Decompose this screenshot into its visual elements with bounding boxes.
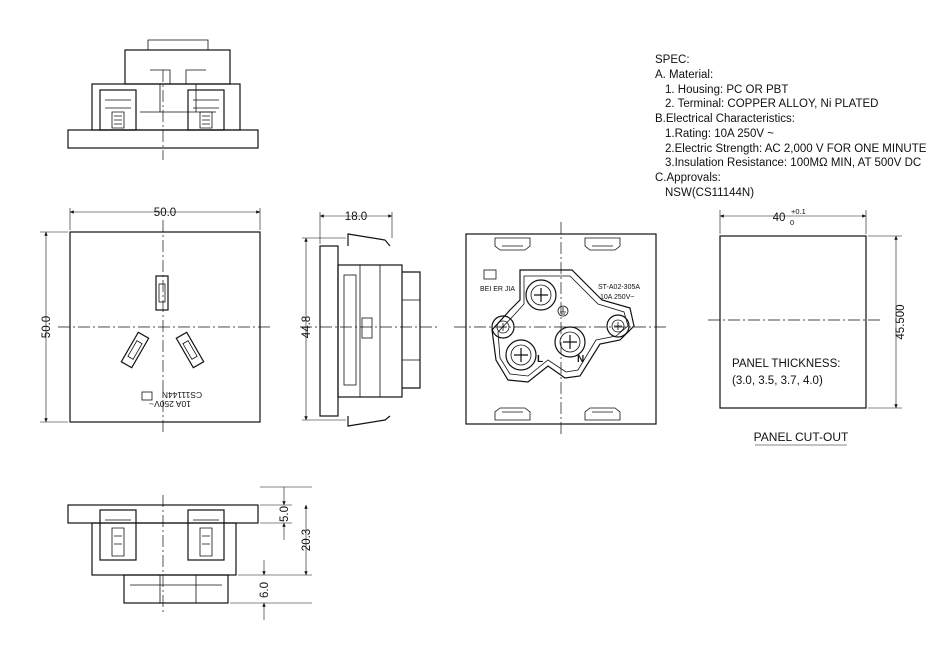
rear-part-no: ST-A02-305A: [598, 284, 640, 291]
bottom-terminal-left: [99, 509, 137, 561]
bottom-terminal-right: [187, 509, 225, 561]
cutout-caption: PANEL CUT-OUT: [754, 430, 849, 444]
rear-logo-icon: [483, 269, 497, 280]
live-slot: [120, 331, 150, 369]
bottom-body: [91, 522, 237, 576]
neutral-slot: [175, 331, 205, 369]
earth-slot: [155, 275, 169, 311]
spec-approvals-heading: C.Approvals:: [655, 172, 721, 184]
rear-label-n: N: [577, 354, 584, 365]
mounting-hole-left-icon: [491, 315, 515, 339]
spec-material-heading: A. Material:: [655, 69, 713, 81]
bottom-overall-dim: 20.3: [301, 529, 313, 551]
bottom-pin-dim: 6.0: [259, 582, 271, 598]
spec-electrical-heading: B.Electrical Characteristics:: [655, 113, 795, 125]
mounting-hole-right-icon: [606, 314, 630, 338]
top-view-terminal-left: [99, 89, 137, 131]
side-depth-dim: 18.0: [345, 211, 367, 223]
rear-rating: 10A 250V~: [600, 294, 634, 301]
front-marking-rating: 10A 250V~: [149, 399, 191, 409]
front-width-dim: 50.0: [154, 207, 176, 219]
bottom-flange-dim: 5.0: [279, 506, 291, 522]
spec-title: SPEC:: [655, 54, 690, 66]
cutout-height-dim: 45.500: [895, 304, 907, 339]
cutout-width-dim: 40: [773, 212, 786, 224]
earth-symbol-icon: [557, 305, 569, 317]
side-clip-bottom: [347, 415, 391, 427]
spec-block: SPEC: A. Material: 1. Housing: PC OR PBT…: [655, 54, 927, 199]
top-view: [67, 39, 259, 160]
panel-cutout: 40 +0.1 0 45.500 PANEL THICKNESS: (3.0, …: [708, 207, 907, 446]
live-screw-icon: [505, 339, 537, 371]
side-view: 18.0 44.8: [300, 211, 440, 427]
top-view-body: [91, 83, 241, 131]
rear-clips: [494, 237, 621, 421]
earth-screw-icon: [525, 279, 557, 311]
certification-logo-icon: [141, 391, 153, 401]
bottom-pins: [123, 574, 229, 604]
rear-brand: BEI ER JIA: [480, 286, 515, 293]
spec-strength: 2.Electric Strength: AC 2,000 V FOR ONE …: [665, 143, 927, 155]
spec-insulation: 3.Insulation Resistance: 100MΩ MIN, AT 5…: [665, 157, 921, 169]
side-flange: [319, 245, 339, 417]
rear-label-l: L: [537, 354, 543, 365]
front-height-dim: 50.0: [41, 316, 53, 338]
spec-approval-value: NSW(CS11144N): [665, 187, 754, 199]
front-view: CS11144N 10A 250V~ 50.0 50.0: [40, 207, 272, 435]
panel-thickness-values: (3.0, 3.5, 3.7, 4.0): [732, 375, 823, 387]
spec-rating: 1.Rating: 10A 250V ~: [665, 128, 774, 140]
spec-terminal: 2. Terminal: COPPER ALLOY, Ni PLATED: [665, 98, 878, 110]
side-body: [337, 264, 403, 398]
cutout-width-tol-plus: +0.1: [791, 207, 806, 216]
neutral-screw-icon: [554, 326, 586, 358]
side-height-dim: 44.8: [301, 316, 313, 338]
spec-housing: 1. Housing: PC OR PBT: [665, 84, 788, 96]
panel-thickness-label: PANEL THICKNESS:: [732, 358, 840, 370]
bottom-view: 5.0 20.3 6.0: [67, 486, 313, 620]
cutout-width-tol-minus: 0: [790, 218, 794, 227]
rear-view: BEI ER JIA ST-A02-305A 10A 250V~ L N: [454, 222, 668, 436]
top-view-rear-block: [124, 49, 231, 85]
front-marking-model: CS11144N: [162, 390, 202, 400]
top-view-terminal-right: [187, 89, 225, 131]
side-clip-top: [347, 233, 391, 247]
cutout-outline: [719, 235, 867, 409]
